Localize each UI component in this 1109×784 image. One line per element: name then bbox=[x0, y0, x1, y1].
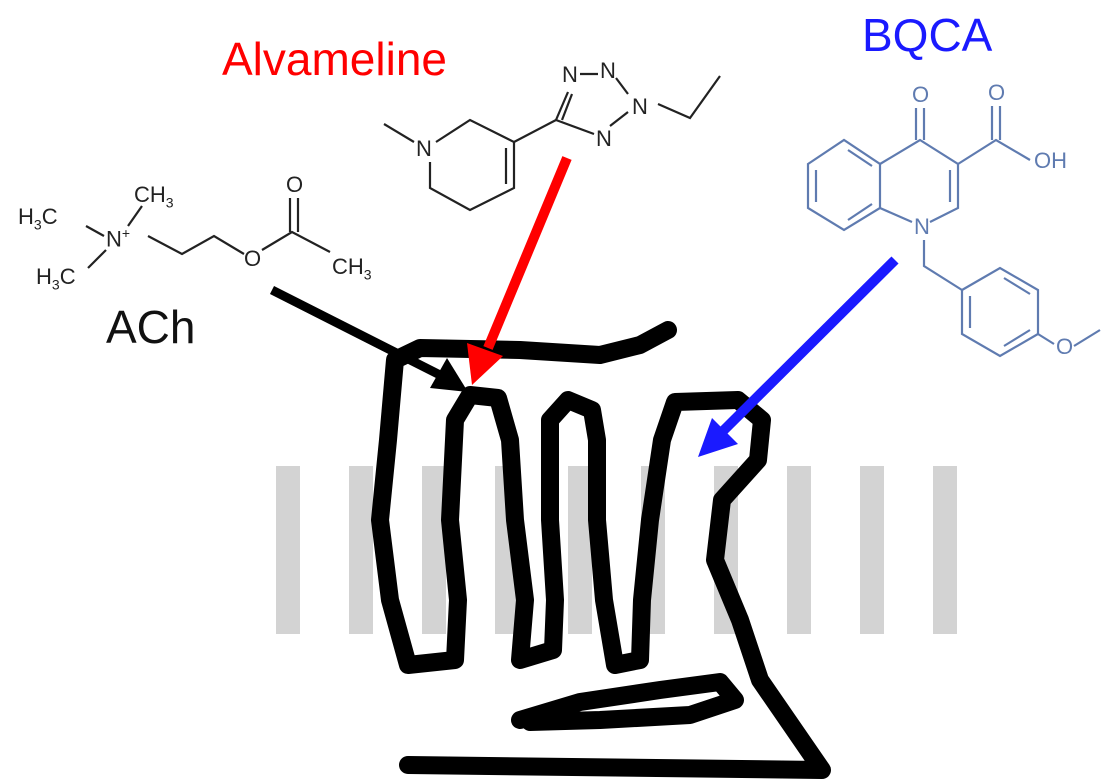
ach-h3c-left: H3C bbox=[18, 204, 58, 233]
ach-o-ester: O bbox=[244, 246, 262, 271]
bqca-o-keto: O bbox=[912, 82, 930, 107]
membrane-bar bbox=[276, 466, 300, 634]
bqca-arrow bbox=[698, 256, 899, 457]
ach-structure bbox=[85, 198, 331, 269]
ach-ch3-right: CH3 bbox=[332, 254, 372, 283]
ach-h3c-lower: H3C bbox=[36, 264, 76, 293]
bqca-o-methoxy: O bbox=[1056, 334, 1074, 359]
membrane-bar bbox=[349, 466, 373, 634]
alvameline-n4: N bbox=[596, 126, 612, 151]
membrane-bar bbox=[422, 466, 446, 634]
ach-ch3-top: CH3 bbox=[134, 182, 174, 211]
ach-label: ACh bbox=[106, 301, 196, 353]
bqca-n: N bbox=[914, 214, 930, 239]
bqca-oh: OH bbox=[1034, 148, 1067, 173]
alvameline-n3: N bbox=[632, 94, 648, 119]
alvameline-n-ring: N bbox=[416, 136, 432, 161]
membrane-bar bbox=[933, 466, 957, 634]
alvameline-n1: N bbox=[562, 62, 578, 87]
bqca-label: BQCA bbox=[862, 9, 993, 61]
ach-n-plus: N+ bbox=[106, 225, 131, 252]
membrane-bar bbox=[787, 466, 811, 634]
ach-arrow bbox=[269, 285, 468, 392]
alvameline-structure bbox=[383, 72, 721, 212]
ach-o-carbonyl: O bbox=[286, 172, 304, 197]
bqca-o-acid: O bbox=[988, 80, 1006, 105]
alvameline-arrow bbox=[467, 156, 572, 385]
membrane-bar bbox=[860, 466, 884, 634]
receptor-ic-loop bbox=[511, 673, 744, 731]
bqca-structure bbox=[806, 106, 1101, 358]
receptor-7tm bbox=[371, 321, 831, 779]
alvameline-label: Alvameline bbox=[222, 33, 447, 85]
alvameline-n2: N bbox=[600, 58, 616, 83]
